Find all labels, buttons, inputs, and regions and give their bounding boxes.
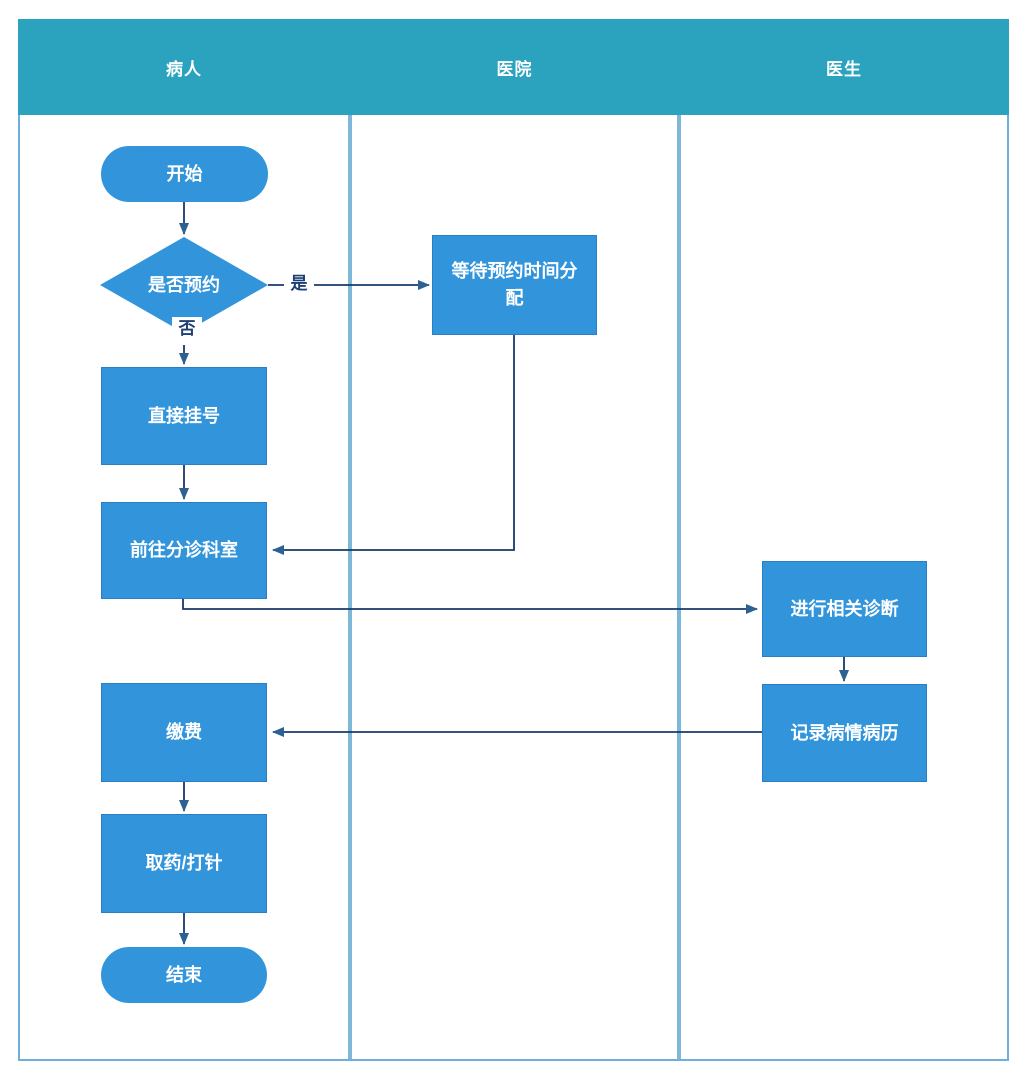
node-pay-fee[interactable]: 缴费 (101, 683, 267, 782)
swimlane-header: 病人 医院 医生 (18, 19, 1009, 115)
lane-title-hospital: 医院 (496, 59, 533, 79)
node-record-case[interactable]: 记录病情病历 (762, 684, 927, 782)
lane-title-patient: 病人 (166, 59, 202, 79)
node-get-medicine[interactable]: 取药/打针 (101, 814, 267, 913)
node-diagnose[interactable]: 进行相关诊断 (762, 561, 927, 657)
node-goto-triage[interactable]: 前往分诊科室 (101, 502, 267, 599)
lane-divider-2 (677, 115, 681, 1059)
edge-label-yes: 是 (284, 272, 314, 298)
node-wait-assignment[interactable]: 等待预约时间分配 (432, 235, 597, 335)
edge-label-no: 否 (172, 317, 202, 345)
node-end[interactable]: 结束 (101, 947, 267, 1003)
node-direct-register[interactable]: 直接挂号 (101, 367, 267, 465)
lane-divider-1 (348, 115, 352, 1059)
node-start[interactable]: 开始 (101, 146, 268, 202)
lane-title-doctor: 医生 (826, 59, 862, 79)
